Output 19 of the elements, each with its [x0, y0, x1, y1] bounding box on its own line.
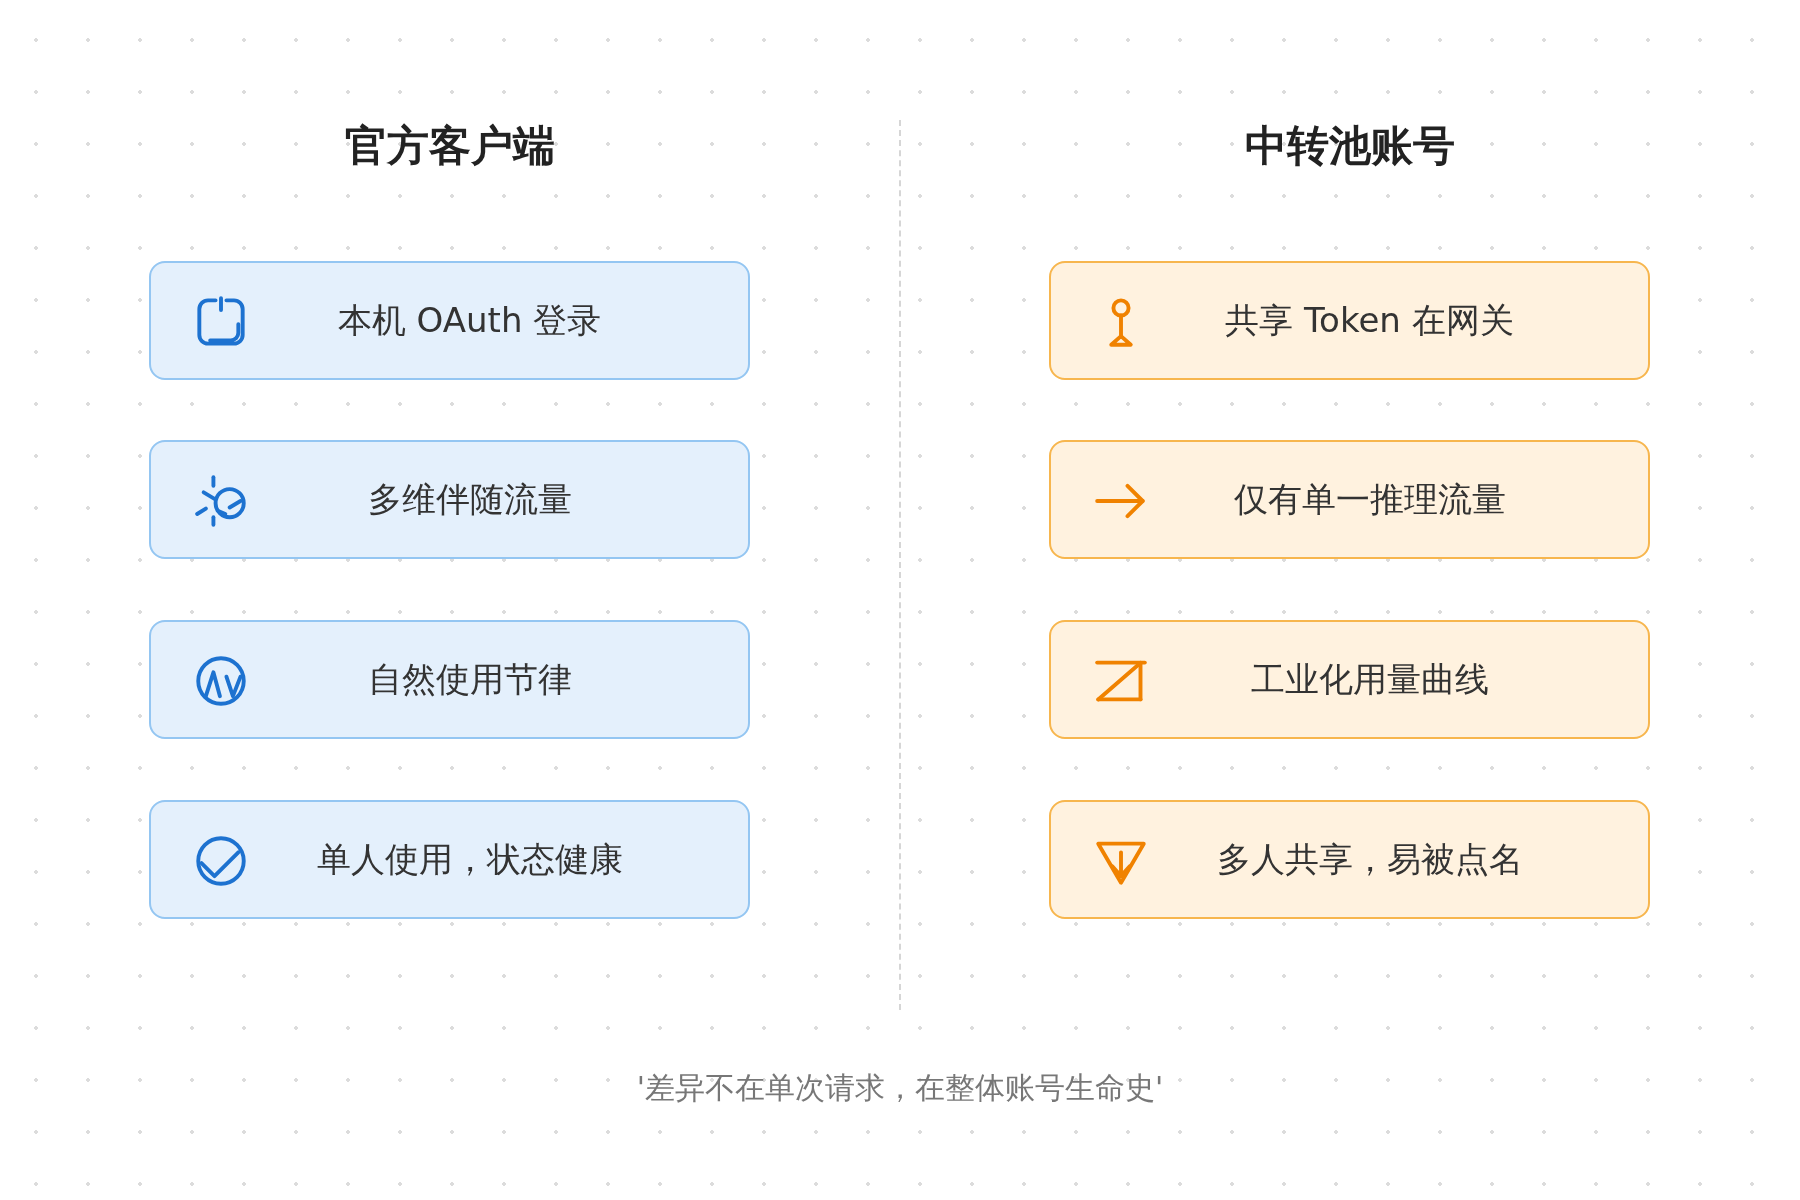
caption: '差异不在单次请求，在整体账号生命史' — [636, 1069, 1164, 1107]
feature-text: 本机 OAuth 登录 — [337, 298, 602, 342]
column-heading: 中转池账号 — [1245, 120, 1455, 172]
feature-text: 多维伴随流量 — [367, 477, 572, 521]
feature-text: 共享 Token 在网关 — [1225, 298, 1514, 342]
feature-card — [1049, 261, 1650, 380]
feature-text: 多人共享，易被点名 — [1216, 837, 1523, 881]
feature-card — [1049, 440, 1650, 559]
feature-card — [149, 620, 750, 739]
feature-card — [149, 800, 750, 919]
feature-text: 单人使用，状态健康 — [316, 837, 623, 881]
feature-card — [149, 440, 750, 559]
feature-text: 工业化用量曲线 — [1250, 657, 1489, 701]
feature-card — [1049, 620, 1650, 739]
feature-card — [149, 261, 750, 380]
column-heading: 官方客户端 — [345, 120, 555, 172]
feature-text: 仅有单一推理流量 — [1233, 477, 1506, 521]
feature-text: 自然使用节律 — [367, 657, 572, 701]
feature-card — [1049, 800, 1650, 919]
